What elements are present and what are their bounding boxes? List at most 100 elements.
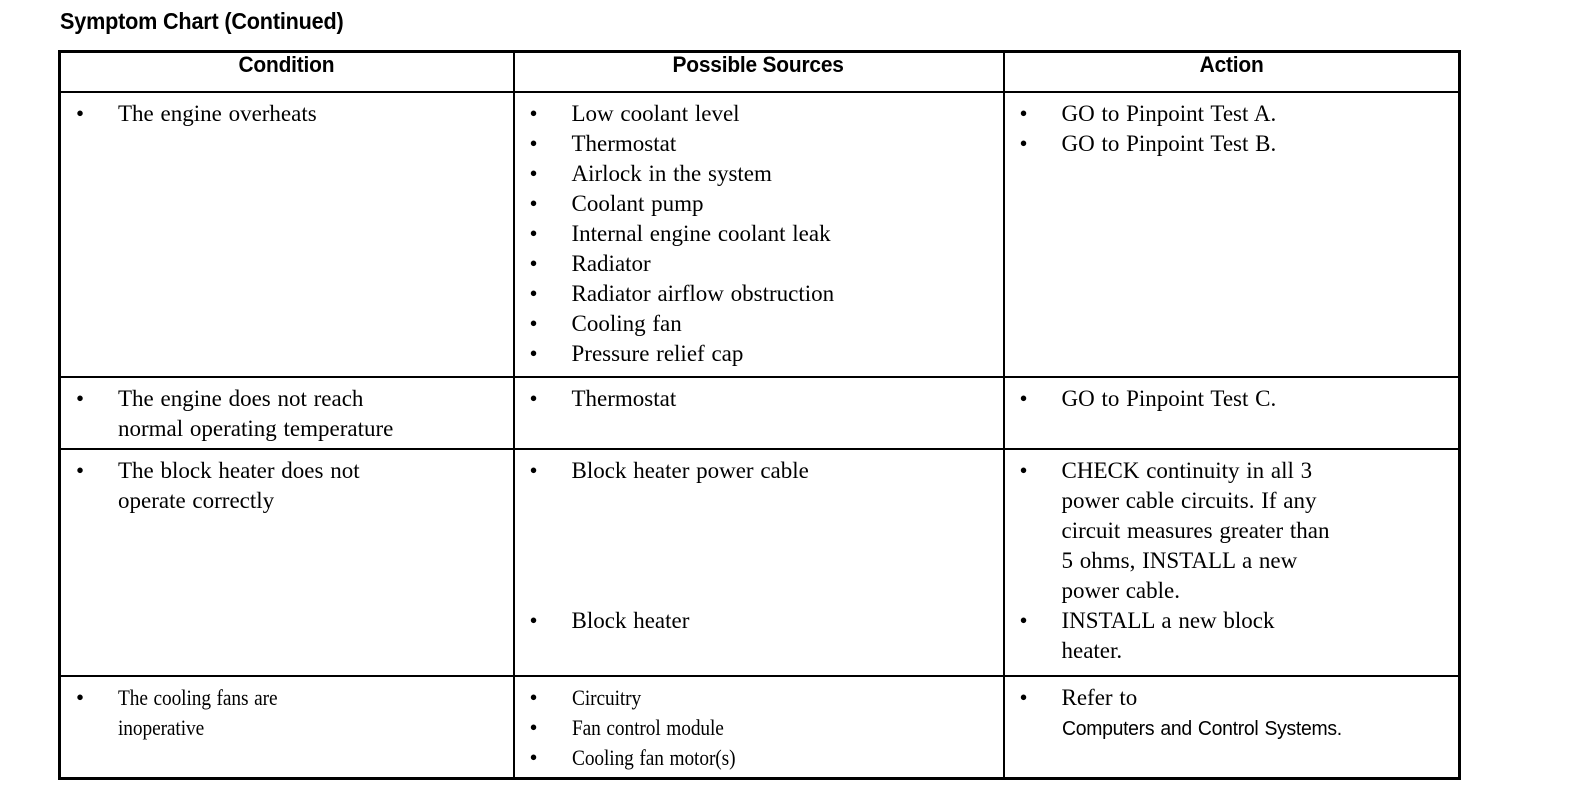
list-item-text: The cooling fans are bbox=[118, 684, 278, 710]
table-row: • The cooling fans are inoperative • Cir… bbox=[58, 674, 1461, 779]
list-item: • Radiator bbox=[515, 249, 997, 279]
list-item: • Fan control module bbox=[515, 713, 997, 743]
list-item: • Block heater power cable bbox=[515, 456, 997, 486]
symptom-chart-table: Condition Possible Sources Action • The … bbox=[58, 50, 1461, 780]
list-item: • Cooling fan motor(s) bbox=[515, 743, 997, 773]
column-header-condition-label: Condition bbox=[238, 52, 335, 77]
condition-cell-content: • The engine does not reach normal opera… bbox=[61, 378, 513, 448]
column-header-action-label: Action bbox=[1199, 52, 1264, 77]
list-item-text: Radiator airflow obstruction bbox=[571, 280, 835, 306]
list-item-text: Internal engine coolant leak bbox=[571, 220, 831, 246]
list-item: • Circuitry bbox=[515, 683, 997, 713]
page-title: Symptom Chart (Continued) bbox=[60, 8, 344, 34]
list-item: • GO to Pinpoint Test A. bbox=[1005, 99, 1453, 129]
action-cell-content: • CHECK continuity in all 3 power cable … bbox=[1005, 450, 1459, 675]
list-item-text: GO to Pinpoint Test B. bbox=[1061, 130, 1277, 156]
bullet-icon: • bbox=[1019, 385, 1028, 411]
bullet-icon: • bbox=[529, 280, 538, 306]
list-item-text: GO to Pinpoint Test C. bbox=[1061, 385, 1277, 411]
list-item: • Thermostat bbox=[515, 384, 997, 414]
list-item: • Pressure relief cap bbox=[515, 339, 997, 369]
bullet-icon: • bbox=[529, 607, 538, 633]
list-item-text-cont: power cable. bbox=[1061, 577, 1181, 603]
sources-cell-content: • Block heater power cable • Block heate… bbox=[515, 450, 1003, 675]
cell-possible-sources: • Circuitry • Fan control module • Cooli… bbox=[512, 674, 1005, 779]
condition-cell-content: • The cooling fans are inoperative bbox=[61, 677, 513, 777]
list-item-text: Low coolant level bbox=[571, 100, 740, 126]
list-item-text-cont: circuit measures greater than bbox=[1061, 517, 1330, 543]
bullet-icon: • bbox=[529, 100, 538, 126]
sources-bullet-list: • Thermostat bbox=[515, 384, 997, 414]
list-item: • GO to Pinpoint Test C. bbox=[1005, 384, 1453, 414]
list-item: • Refer to Computers and Control Systems… bbox=[1005, 683, 1453, 743]
table-body: • The engine overheats • Low coolant lev… bbox=[58, 90, 1461, 779]
bullet-icon: • bbox=[529, 714, 538, 740]
list-item: • INSTALL a new block heater. bbox=[1005, 606, 1453, 666]
list-item-text: The engine does not reach bbox=[118, 385, 364, 411]
bullet-icon: • bbox=[529, 684, 538, 710]
condition-cell-content: • The block heater does not operate corr… bbox=[61, 450, 513, 675]
list-item: • Thermostat bbox=[515, 129, 997, 159]
list-item: • The engine does not reach normal opera… bbox=[61, 384, 507, 444]
table-row: • The engine does not reach normal opera… bbox=[58, 375, 1461, 450]
list-item-text: Airlock in the system bbox=[571, 160, 772, 186]
column-header-possible-sources-label: Possible Sources bbox=[672, 52, 845, 77]
list-item-text: Radiator bbox=[571, 250, 651, 276]
list-item-text: Block heater bbox=[571, 607, 690, 633]
table-row: • The block heater does not operate corr… bbox=[58, 447, 1461, 677]
bullet-icon: • bbox=[529, 310, 538, 336]
bullet-icon: • bbox=[76, 385, 85, 411]
action-cell-content: • GO to Pinpoint Test C. bbox=[1005, 378, 1459, 448]
cell-possible-sources: • Thermostat bbox=[512, 375, 1005, 450]
action-cell-content: • GO to Pinpoint Test A. • GO to Pinpoin… bbox=[1005, 93, 1459, 376]
list-item-text: Cooling fan motor(s) bbox=[571, 744, 736, 770]
cell-action: • Refer to Computers and Control Systems… bbox=[1002, 674, 1461, 779]
cross-reference-link[interactable]: Computers and Control Systems. bbox=[1061, 717, 1342, 740]
list-item-text: Thermostat bbox=[571, 385, 677, 411]
sources-cell-content: • Circuitry • Fan control module • Cooli… bbox=[515, 677, 1003, 777]
cell-condition: • The engine does not reach normal opera… bbox=[58, 375, 515, 450]
list-item-text-cont: heater. bbox=[1061, 637, 1123, 663]
list-item: • The block heater does not operate corr… bbox=[61, 456, 507, 516]
cell-condition: • The engine overheats bbox=[58, 90, 515, 378]
condition-bullet-list: • The cooling fans are inoperative bbox=[61, 683, 507, 743]
bullet-icon: • bbox=[1019, 457, 1028, 483]
cell-action: • GO to Pinpoint Test A. • GO to Pinpoin… bbox=[1002, 90, 1461, 378]
list-item-text: Fan control module bbox=[571, 714, 724, 740]
bullet-icon: • bbox=[1019, 607, 1028, 633]
bullet-icon: • bbox=[529, 160, 538, 186]
list-item-text: Block heater power cable bbox=[571, 457, 809, 483]
list-item-text: INSTALL a new block bbox=[1061, 607, 1275, 633]
cell-condition: • The block heater does not operate corr… bbox=[58, 447, 515, 677]
bullet-icon: • bbox=[529, 385, 538, 411]
list-item-text: Refer to bbox=[1061, 684, 1138, 710]
list-item: • The engine overheats bbox=[61, 99, 507, 129]
bullet-icon: • bbox=[76, 100, 85, 126]
list-item: • Cooling fan bbox=[515, 309, 997, 339]
condition-bullet-list: • The block heater does not operate corr… bbox=[61, 456, 507, 516]
sources-bullet-list: • Low coolant level • Thermostat • Airlo… bbox=[515, 99, 997, 369]
bullet-icon: • bbox=[529, 220, 538, 246]
sources-cell-content: • Low coolant level • Thermostat • Airlo… bbox=[515, 93, 1003, 376]
bullet-icon: • bbox=[76, 457, 85, 483]
cell-action: • GO to Pinpoint Test C. bbox=[1002, 375, 1461, 450]
list-item: • Radiator airflow obstruction bbox=[515, 279, 997, 309]
condition-bullet-list: • The engine overheats bbox=[61, 99, 507, 129]
sources-cell-content: • Thermostat bbox=[515, 378, 1003, 448]
bullet-icon: • bbox=[1019, 100, 1028, 126]
list-item-text: The block heater does not bbox=[118, 457, 360, 483]
list-item-text: Coolant pump bbox=[571, 190, 704, 216]
list-item: • CHECK continuity in all 3 power cable … bbox=[1005, 456, 1453, 606]
list-item: • Low coolant level bbox=[515, 99, 997, 129]
bullet-icon: • bbox=[1019, 130, 1028, 156]
bullet-icon: • bbox=[529, 340, 538, 366]
list-item-text: Cooling fan bbox=[571, 310, 682, 336]
list-spacer bbox=[515, 486, 997, 606]
list-item: • Block heater bbox=[515, 606, 997, 636]
table-header: Condition Possible Sources Action bbox=[58, 50, 1461, 93]
list-item-text-cont: power cable circuits. If any bbox=[1061, 487, 1317, 513]
list-item: • The cooling fans are inoperative bbox=[61, 683, 507, 743]
sources-bullet-list: • Circuitry • Fan control module • Cooli… bbox=[515, 683, 997, 773]
list-item-text-cont: 5 ohms, INSTALL a new bbox=[1061, 547, 1298, 573]
bullet-icon: • bbox=[529, 457, 538, 483]
